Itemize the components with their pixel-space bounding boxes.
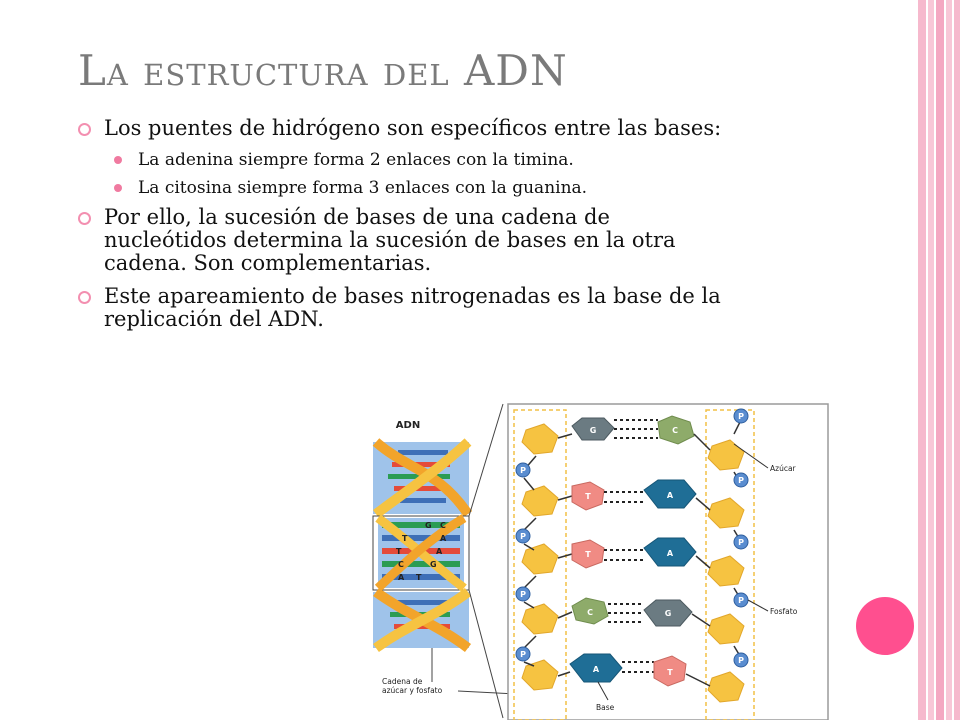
dna-diagram: ADN G C T A T A C [372, 403, 829, 720]
phosphate-label: P [738, 412, 744, 421]
decorative-pink-circle [856, 597, 914, 655]
sub-bullet-list: La adenina siempre forma 2 enlaces con l… [114, 150, 728, 198]
phosphate-label: P [738, 596, 744, 605]
mini-helix-top [372, 438, 473, 519]
phosphate-label: P [520, 650, 526, 659]
left-phosphates: P P P P [515, 462, 531, 662]
base-letter: A [593, 665, 600, 674]
right-sugar-chain [707, 421, 745, 703]
slide-body: Los puentes de hidrógeno son específicos… [78, 117, 728, 341]
base-letter: C [587, 608, 593, 617]
base-letter: A [667, 549, 674, 558]
sugar-label: Azúcar [770, 464, 797, 473]
dot-bullet-icon [114, 156, 122, 164]
bullet-text: Este apareamiento de bases nitrogenadas … [104, 284, 721, 331]
base-letter: G [590, 426, 597, 435]
mini-letter: C [440, 521, 446, 530]
bullet-2: Por ello, la sucesión de bases de una ca… [78, 206, 728, 275]
phosphate-label: P [520, 532, 526, 541]
sub-bullet-1: La adenina siempre forma 2 enlaces con l… [114, 150, 728, 170]
bullet-1: Los puentes de hidrógeno son específicos… [78, 117, 728, 140]
ring-bullet-icon [78, 212, 91, 225]
base-label: Base [596, 703, 615, 712]
right-phosphates: P P P P P [733, 408, 749, 668]
sub-bullet-text: La adenina siempre forma 2 enlaces con l… [138, 150, 574, 170]
dna-figure: ADN G C T A T A C [368, 400, 832, 720]
phosphate-callout: Fosfato [770, 607, 798, 616]
slide-title: La estructura del ADN [78, 46, 568, 95]
base-pair-1: G C [557, 415, 711, 451]
decorative-stripes [918, 0, 960, 720]
left-backbone-box [513, 409, 567, 720]
mini-letter: C [398, 560, 404, 569]
base-letter: T [585, 492, 591, 501]
sub-bullet-2: La citosina siempre forma 3 enlaces con … [114, 178, 728, 198]
base-letter: A [667, 491, 674, 500]
base-pair-2: T A [557, 479, 711, 511]
phosphate-label: P [738, 476, 744, 485]
chain-label-line2: azúcar y fosfato [382, 686, 443, 695]
mini-letter: A [440, 534, 447, 543]
zoom-line [468, 589, 504, 719]
bullet-3: Este apareamiento de bases nitrogenadas … [78, 285, 728, 331]
left-sugar-chain [521, 423, 559, 691]
chain-label-line1: Cadena de [382, 677, 423, 686]
dot-bullet-icon [114, 184, 122, 192]
ring-bullet-icon [78, 291, 91, 304]
mini-letter: T [402, 534, 408, 543]
mini-letter: T [416, 573, 422, 582]
base-pair-3: T A [557, 537, 711, 569]
mini-letter: G [430, 560, 437, 569]
base-letter: C [672, 426, 678, 435]
bullet-text: Los puentes de hidrógeno son específicos… [104, 116, 722, 140]
base-pair-4: C G [557, 597, 711, 627]
dna-label: ADN [396, 420, 420, 431]
mini-letter: A [436, 547, 443, 556]
ring-bullet-icon [78, 123, 91, 136]
mini-helix-bottom [373, 587, 472, 653]
base-pair-5: A T [557, 653, 711, 687]
phosphate-label: P [520, 590, 526, 599]
bullet-text: Por ello, la sucesión de bases de una ca… [104, 205, 676, 275]
phosphate-label: P [738, 538, 744, 547]
base-letter: T [585, 550, 591, 559]
mini-letter: T [396, 547, 402, 556]
sub-bullet-text: La citosina siempre forma 3 enlaces con … [138, 178, 588, 198]
phosphate-label: P [520, 466, 526, 475]
base-letter: T [667, 668, 673, 677]
mini-letter: G [425, 521, 432, 530]
zoom-line [468, 403, 504, 517]
base-letter: G [665, 609, 672, 618]
phosphate-label: P [738, 656, 744, 665]
mini-letter: A [398, 573, 405, 582]
mini-helix-middle: G C T A T A C G A T [372, 514, 470, 592]
